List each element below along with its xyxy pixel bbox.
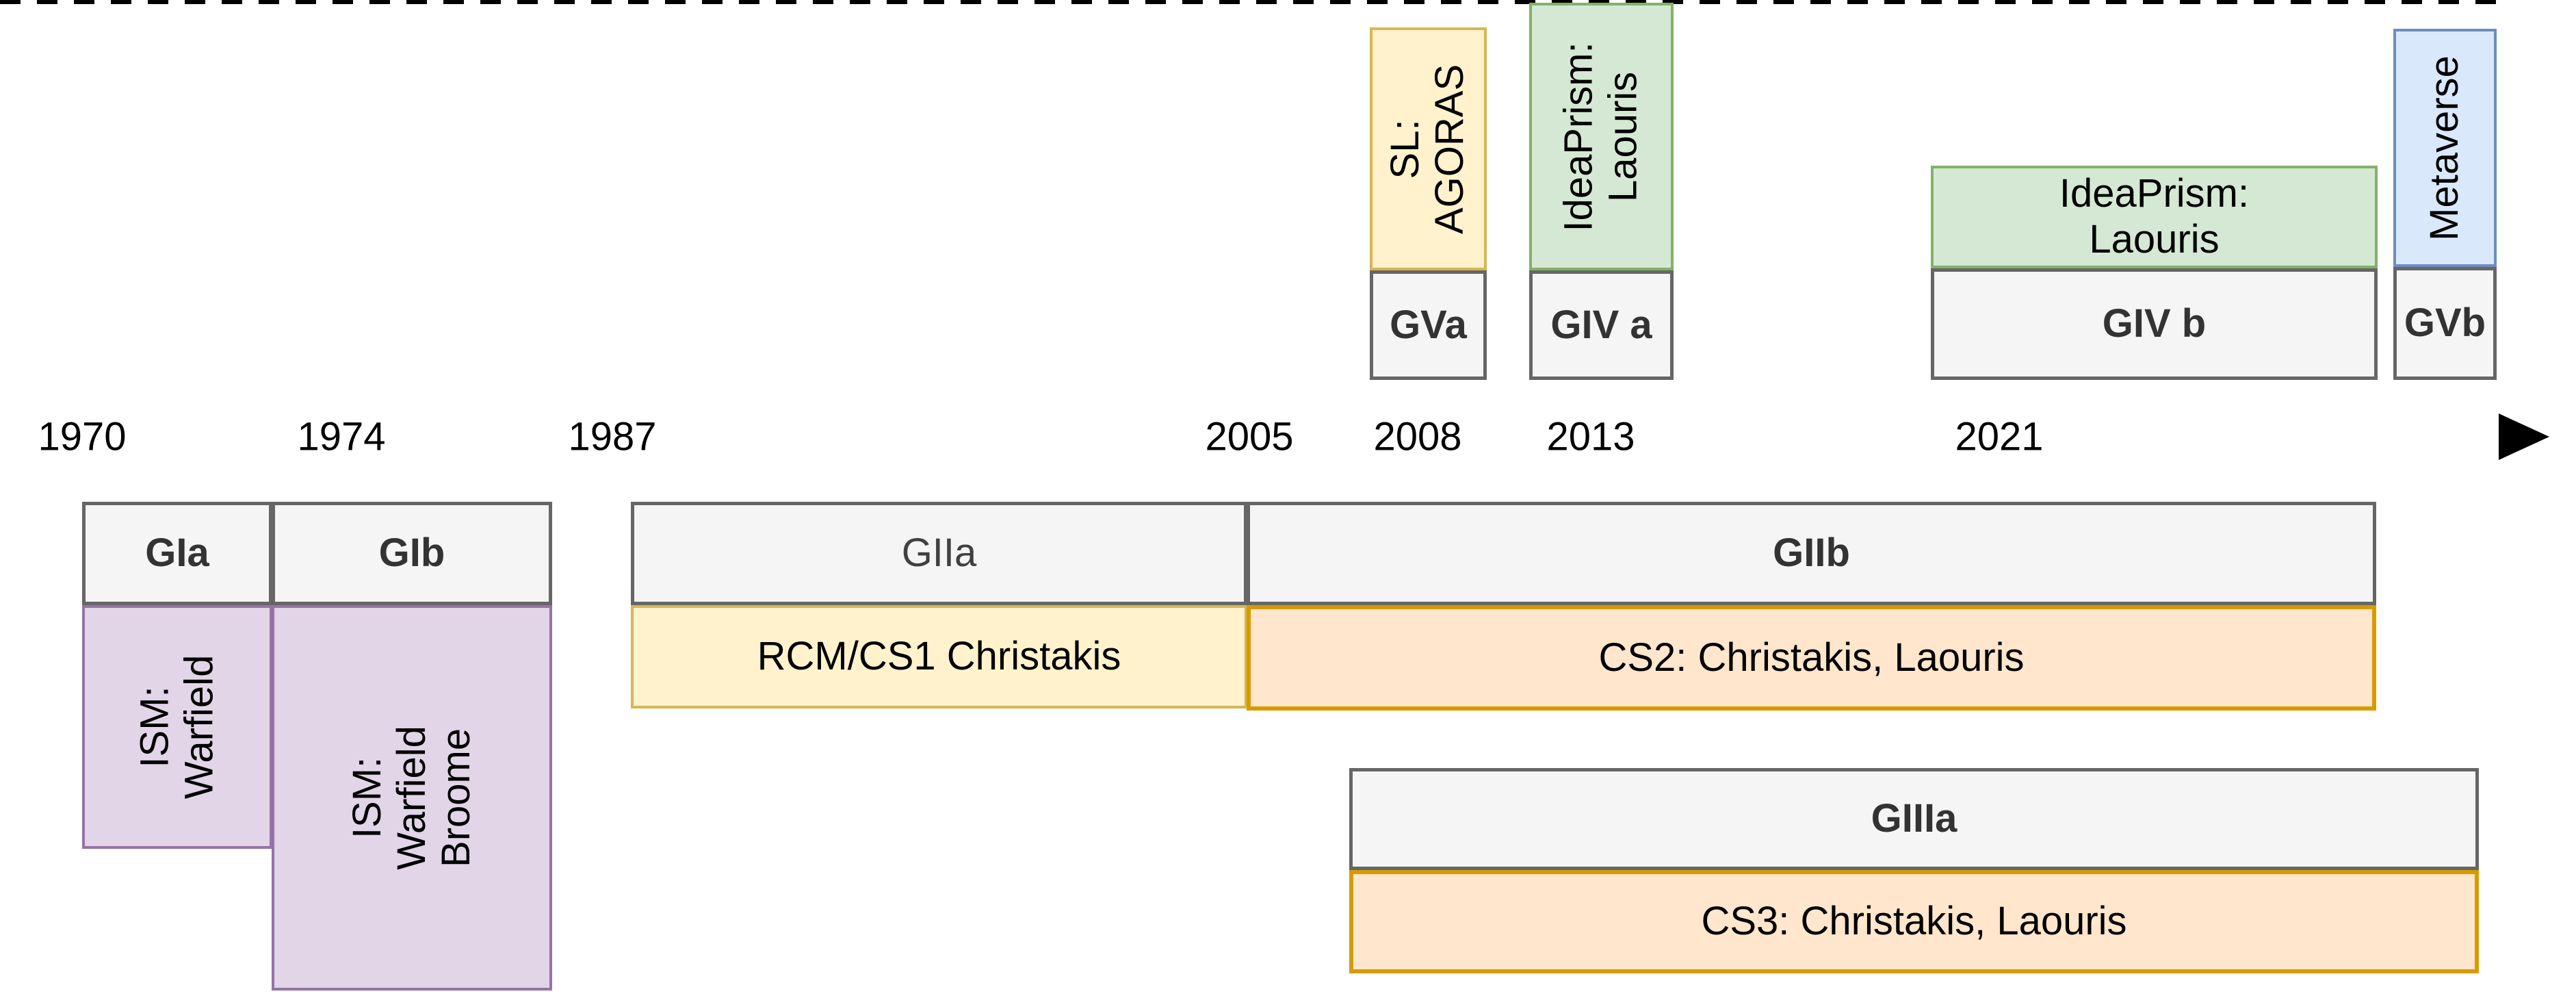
phase-header-gia: GIa (82, 502, 272, 605)
timeline-arrowhead-icon (2499, 413, 2549, 460)
year-label: 2021 (1940, 412, 2059, 461)
phase-header-giib: GIIb (1247, 502, 2376, 605)
tool-box-label: IdeaPrism: Laouris (1556, 41, 1645, 232)
phase-header-label: GIb (378, 531, 445, 576)
year-label: 1974 (282, 412, 401, 461)
tool-box-label: SL: AGORAS (1383, 64, 1472, 234)
timeline-axis (0, 0, 2501, 4)
method-box-rcm-cs1: RCM/CS1 Christakis (631, 605, 1247, 708)
year-label: 1987 (553, 412, 672, 461)
phase-header-label: GIIb (1773, 531, 1850, 576)
method-box-label: CS2: Christakis, Laouris (1598, 635, 2025, 680)
method-box-label: RCM/CS1 Christakis (757, 634, 1121, 679)
method-box-cs2: CS2: Christakis, Laouris (1247, 605, 2376, 711)
phase-header-gvb: GVb (2393, 267, 2497, 380)
phase-header-gva: GVa (1370, 270, 1487, 380)
tool-box-label: Metaverse (2422, 55, 2467, 241)
method-box-label: ISM: Warfield Broome (344, 726, 478, 870)
tool-box-sl-agoras: SL: AGORAS (1370, 27, 1487, 270)
phase-header-gib: GIb (272, 502, 552, 605)
phase-header-label: GVb (2404, 301, 2486, 346)
method-box-label: ISM: Warfield (132, 654, 221, 800)
method-box-label: CS3: Christakis, Laouris (1701, 899, 2127, 944)
year-label: 1970 (23, 412, 142, 461)
method-box-ism-warfield: ISM: Warfield (82, 605, 272, 849)
year-label: 2008 (1358, 412, 1477, 461)
phase-header-giv-b: GIV b (1931, 268, 2378, 380)
year-label: 2013 (1531, 412, 1650, 461)
phase-header-giv-a: GIV a (1529, 270, 1674, 380)
phase-header-label: GIIIa (1871, 796, 1957, 841)
phase-header-label: GIa (145, 531, 209, 576)
method-box-ism-warfield-broome: ISM: Warfield Broome (272, 605, 552, 991)
phase-header-label: GVa (1390, 302, 1467, 347)
tool-box-ideaprism-vertical: IdeaPrism: Laouris (1529, 3, 1674, 270)
tool-box-metaverse: Metaverse (2393, 29, 2497, 267)
phase-header-label: GIV b (2102, 301, 2207, 346)
phase-header-giiia: GIIIa (1349, 768, 2479, 870)
phase-header-giia: GIIa (631, 502, 1247, 605)
phase-header-label: GIV a (1550, 302, 1652, 347)
phase-header-label: GIIa (901, 531, 977, 576)
year-label: 2005 (1190, 412, 1309, 461)
tool-box-label: IdeaPrism: Laouris (2059, 171, 2250, 261)
tool-box-ideaprism-horizontal: IdeaPrism: Laouris (1931, 166, 2378, 268)
method-box-cs3: CS3: Christakis, Laouris (1349, 870, 2479, 973)
